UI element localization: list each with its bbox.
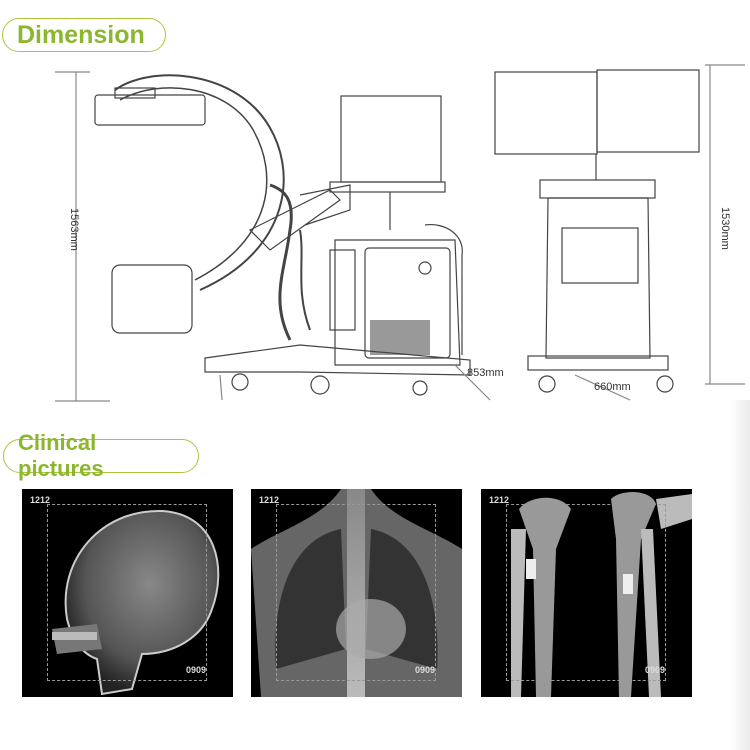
leg-top-label: 1212 bbox=[489, 495, 510, 505]
skull-bottom-label: 0909 bbox=[186, 665, 207, 675]
chest-drawing bbox=[251, 489, 462, 697]
leg-bottom-label: 0909 bbox=[645, 665, 666, 675]
dimension-heading: Dimension bbox=[2, 18, 166, 52]
chest-frame bbox=[276, 504, 436, 681]
width-label: 660mm bbox=[594, 381, 631, 393]
dimension-heading-text: Dimension bbox=[17, 20, 145, 49]
skull-drawing bbox=[52, 509, 220, 696]
clinical-heading: Clinical pictures bbox=[3, 430, 199, 481]
clinical-heading-text: Clinical pictures bbox=[18, 430, 104, 481]
xray-leg-image: 1212 0909 bbox=[481, 489, 692, 697]
chest-bottom-label: 0909 bbox=[415, 665, 436, 675]
height-left-label: 1563mm bbox=[68, 208, 80, 251]
c-arm-dimension-drawing bbox=[55, 64, 745, 402]
skull-frame bbox=[47, 504, 207, 681]
depth-label: 853mm bbox=[467, 367, 504, 379]
xray-chest-image: 1212 0909 bbox=[251, 489, 462, 697]
chest-top-label: 1212 bbox=[259, 495, 280, 505]
xray-skull-image: 1212 0909 bbox=[22, 489, 233, 697]
right-edge-shadow bbox=[730, 400, 750, 750]
leg-frame bbox=[506, 504, 666, 681]
height-right-label: 1530mm bbox=[719, 207, 731, 250]
skull-top-label: 1212 bbox=[30, 495, 51, 505]
